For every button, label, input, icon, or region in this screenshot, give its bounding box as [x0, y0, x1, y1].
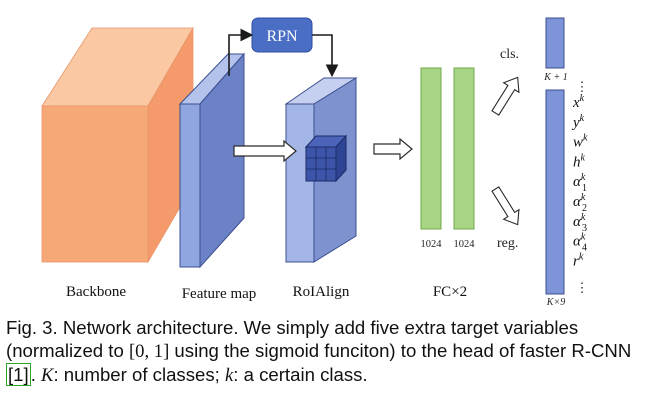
fc-layer-1-dim: 1024 [421, 239, 443, 250]
caption-math-k: k [225, 365, 234, 386]
vertical-dots-top: ⋮ [576, 79, 589, 94]
caption-text-3: . [30, 364, 42, 385]
citation-link[interactable]: [1] [6, 363, 31, 386]
regression-variable-8: rk [573, 251, 584, 269]
reg-output-bar [545, 89, 565, 295]
fc-label: FC×2 [433, 284, 467, 300]
roi-to-fc-arrow [373, 137, 413, 161]
fc-layer-2 [453, 67, 475, 230]
caption-text-2: using the sigmoid funciton) to the head … [169, 340, 632, 361]
backbone-block [41, 26, 194, 264]
roialign-block [284, 77, 358, 263]
caption-text-4: : number of classes; [53, 364, 225, 385]
regression-variable-3: hk [573, 152, 586, 170]
reg-label: reg. [497, 236, 518, 251]
cls-output-size: K + 1 [543, 72, 567, 83]
cls-branch-arrow [491, 76, 520, 116]
feature-to-roi-arrow [233, 139, 297, 163]
backbone-label: Backbone [66, 284, 126, 300]
reg-branch-arrow [491, 186, 520, 226]
feature-map-label: Feature map [182, 286, 257, 302]
caption-math-interval: [0, 1] [128, 341, 170, 362]
roialign-label: RoIAlign [293, 284, 350, 300]
roi-cube [304, 134, 348, 183]
vertical-dots-bottom: ⋮ [576, 280, 589, 295]
reg-output-size: K×9 [546, 297, 565, 308]
feature-to-rpn-arrow [228, 28, 254, 76]
network-architecture-diagram: RPN 1024 1024 cls. reg. K + 1 K×9 ⋮ ⋮ xk… [41, 17, 589, 308]
rpn-to-roi-arrow [312, 34, 339, 78]
regression-variable-1: yk [571, 113, 585, 131]
feature-map-front-face [179, 103, 201, 268]
rpn-label: RPN [266, 28, 298, 45]
figure-caption: Fig. 3. Network architecture. We simply … [6, 316, 658, 387]
regression-variable-2: wk [573, 133, 588, 151]
caption-text-5: : a certain class. [233, 364, 368, 385]
caption-text-1: Fig. 3. Network architecture. We simply … [6, 317, 579, 361]
backbone-front-face [41, 105, 149, 263]
roialign-front-face [285, 103, 315, 263]
fc-layer-1 [420, 67, 442, 230]
regression-variable-0: xk [572, 93, 585, 111]
cls-output-bar [545, 17, 565, 69]
feature-map-block [178, 52, 246, 269]
fc-layer-2-dim: 1024 [454, 239, 476, 250]
cls-label: cls. [500, 47, 519, 62]
caption-math-K: K [41, 365, 54, 386]
